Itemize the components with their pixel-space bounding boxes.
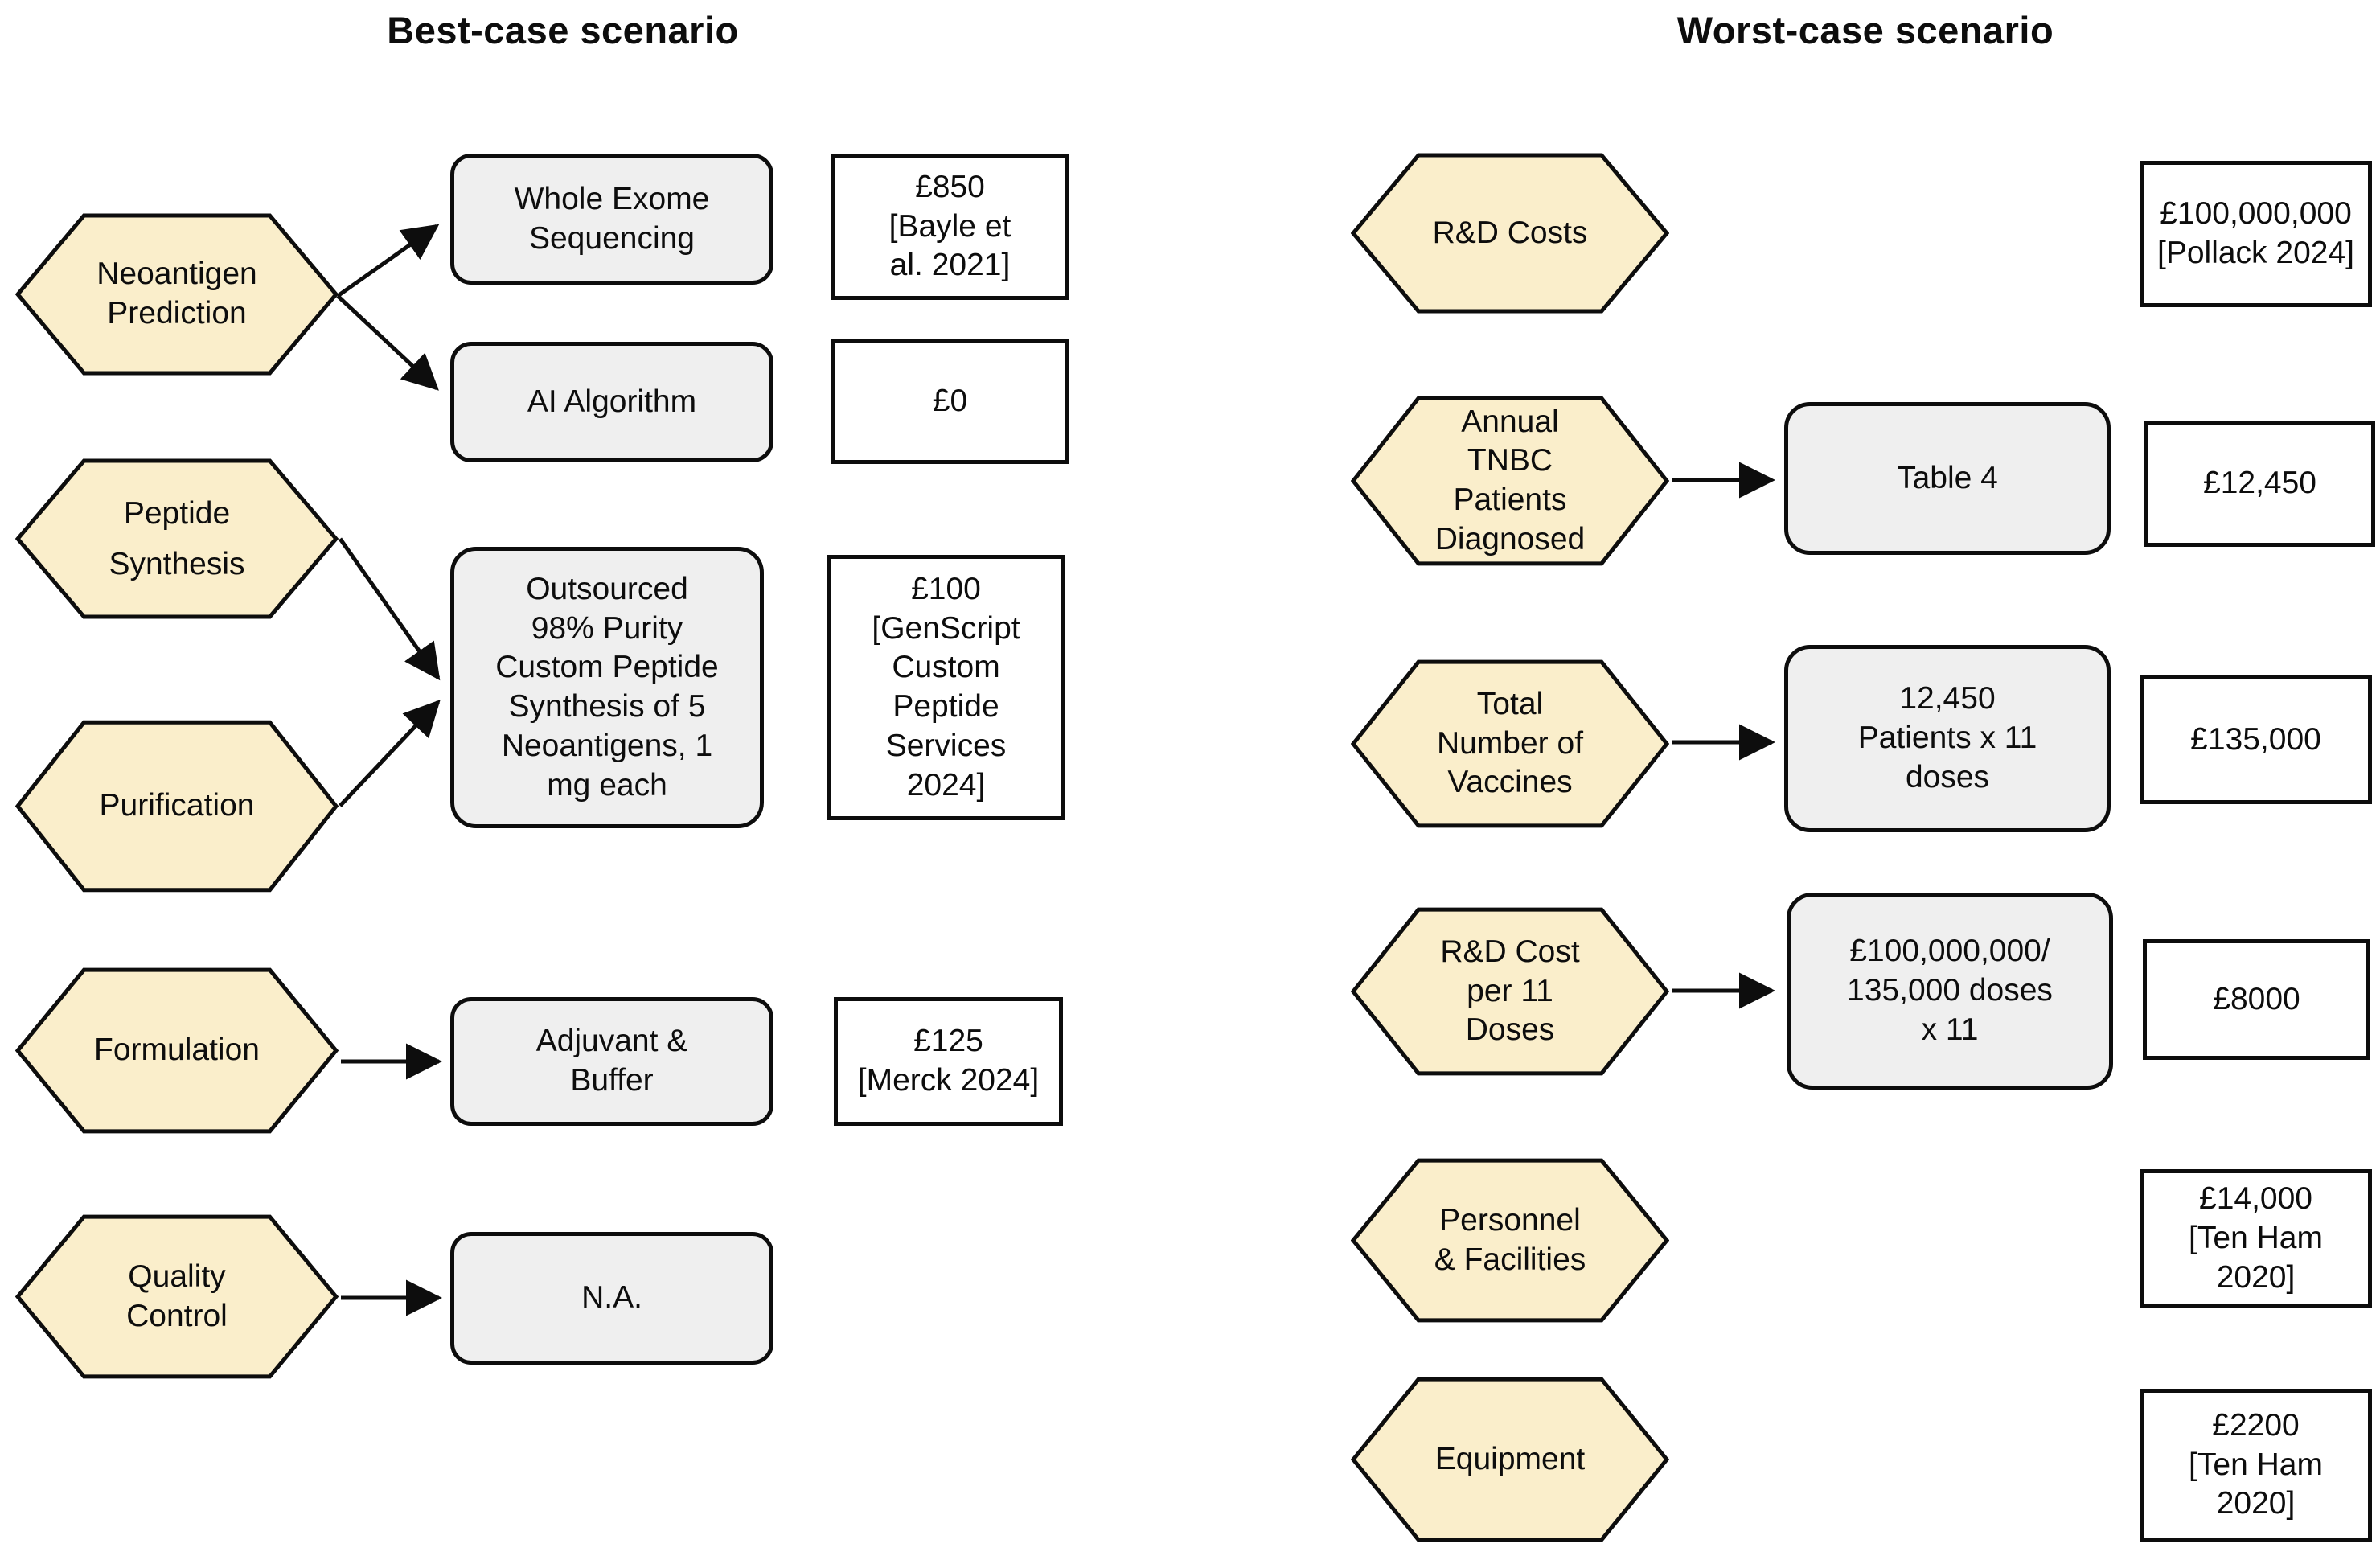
- hexagon-shape: [15, 967, 339, 1134]
- process-box-12450-patients: 12,450 Patients x 11 doses: [1784, 645, 2111, 832]
- stage-label: Total Number of Vaccines: [1436, 686, 1584, 800]
- hexagon-equipment: Equipment: [1351, 1377, 1669, 1542]
- stage-label: Quality Control: [126, 1258, 228, 1333]
- cost-label: £2200 [Ten Ham 2020]: [2189, 1407, 2323, 1521]
- process-box-table-4: Table 4: [1784, 402, 2111, 555]
- hexagon-shape: [15, 458, 339, 619]
- stage-label: Neoantigen Prediction: [96, 257, 257, 330]
- process-label: AI Algorithm: [527, 384, 697, 419]
- cost-label: £850 [Bayle et al. 2021]: [888, 169, 1012, 283]
- hexagon-annual-tnbc-patients: Annual TNBC Patients Diagnosed: [1351, 396, 1669, 566]
- cost-label: £0: [932, 384, 968, 419]
- cost-box-8000: £8000: [2143, 939, 2370, 1060]
- stage-label: Annual TNBC Patients Diagnosed: [1434, 404, 1586, 556]
- process-box-ai-algorithm: AI Algorithm: [450, 342, 774, 462]
- process-box-adjuvant-buffer: Adjuvant & Buffer: [450, 997, 774, 1126]
- hexagon-total-number-vaccines: Total Number of Vaccines: [1351, 659, 1669, 828]
- hexagon-shape: [15, 720, 339, 893]
- arrow-neoantigen-to-ai: [336, 294, 439, 391]
- process-label: Outsourced 98% Purity Custom Peptide Syn…: [495, 571, 719, 803]
- process-label: N.A.: [581, 1280, 642, 1316]
- cost-label: £100,000,000 [Pollack 2024]: [2157, 196, 2354, 270]
- stage-label: R&D Costs: [1432, 215, 1588, 250]
- stage-label: R&D Cost per 11 Doses: [1440, 934, 1580, 1048]
- cost-label: £12,450: [2203, 466, 2316, 501]
- cost-label: £100 [GenScript Custom Peptide Services …: [872, 571, 1020, 803]
- cost-label: £125 [Merck 2024]: [857, 1024, 1040, 1098]
- worst-case-title: Worst-case scenario: [1676, 9, 2054, 51]
- stage-label: Purification: [99, 788, 255, 823]
- hexagon-quality-control: Quality Control: [15, 1214, 339, 1379]
- process-label: 12,450 Patients x 11 doses: [1857, 681, 2037, 794]
- cost-box-135000: £135,000: [2140, 675, 2372, 804]
- cost-box-0: £0: [831, 339, 1069, 464]
- cost-box-2200-tenham: £2200 [Ten Ham 2020]: [2140, 1389, 2372, 1542]
- hexagon-shape: [1351, 396, 1669, 566]
- stage-label: Formulation: [94, 1033, 260, 1068]
- hexagon-peptide-synthesis: Peptide Synthesis: [15, 458, 339, 619]
- hexagon-shape: [1351, 1377, 1669, 1542]
- hexagon-shape: [1351, 907, 1669, 1076]
- process-box-na: N.A.: [450, 1232, 774, 1365]
- arrow-purification-to-outsourced: [339, 700, 441, 807]
- arrow-peptide-to-outsourced: [338, 537, 441, 681]
- hexagon-shape: [1351, 153, 1669, 314]
- hexagon-rd-cost-per-11-doses: R&D Cost per 11 Doses: [1351, 907, 1669, 1076]
- process-box-rd-cost-calculation: £100,000,000/ 135,000 doses x 11: [1787, 893, 2113, 1090]
- process-label: Adjuvant & Buffer: [536, 1024, 688, 1098]
- cost-box-14000-tenham: £14,000 [Ten Ham 2020]: [2140, 1169, 2372, 1308]
- hexagon-personnel-facilities: Personnel & Facilities: [1351, 1158, 1669, 1323]
- cost-box-100m-pollack: £100,000,000 [Pollack 2024]: [2140, 161, 2372, 307]
- cost-box-125-merck: £125 [Merck 2024]: [834, 997, 1063, 1126]
- best-case-title: Best-case scenario: [387, 9, 739, 51]
- hexagon-formulation: Formulation: [15, 967, 339, 1134]
- hexagon-shape: [15, 1214, 339, 1379]
- hexagon-rd-costs: R&D Costs: [1351, 153, 1669, 314]
- arrow-neoantigen-to-wes: [336, 224, 440, 298]
- process-label: Table 4: [1897, 460, 1998, 495]
- process-label: £100,000,000/ 135,000 doses x 11: [1847, 934, 2053, 1047]
- cost-box-100-genscript: £100 [GenScript Custom Peptide Services …: [827, 555, 1065, 820]
- process-label: Whole Exome Sequencing: [514, 181, 710, 256]
- cost-label: £8000: [2213, 981, 2300, 1016]
- cost-box-12450: £12,450: [2144, 421, 2375, 547]
- stage-label: Equipment: [1434, 1441, 1586, 1476]
- stage-label: Peptide Synthesis: [109, 495, 245, 581]
- hexagon-shape: [1351, 659, 1669, 828]
- cost-box-850-bayle: £850 [Bayle et al. 2021]: [831, 154, 1069, 300]
- process-box-outsourced-peptide-synthesis: Outsourced 98% Purity Custom Peptide Syn…: [450, 547, 764, 828]
- hexagon-purification: Purification: [15, 720, 339, 893]
- hexagon-shape: [15, 213, 339, 376]
- cost-label: £14,000 [Ten Ham 2020]: [2189, 1181, 2323, 1295]
- stage-label: Personnel & Facilities: [1434, 1202, 1586, 1277]
- hexagon-shape: [1351, 1158, 1669, 1323]
- process-box-whole-exome-sequencing: Whole Exome Sequencing: [450, 154, 774, 285]
- cost-label: £135,000: [2190, 721, 2321, 757]
- hexagon-neoantigen-prediction: Neoantigen Prediction: [15, 213, 339, 376]
